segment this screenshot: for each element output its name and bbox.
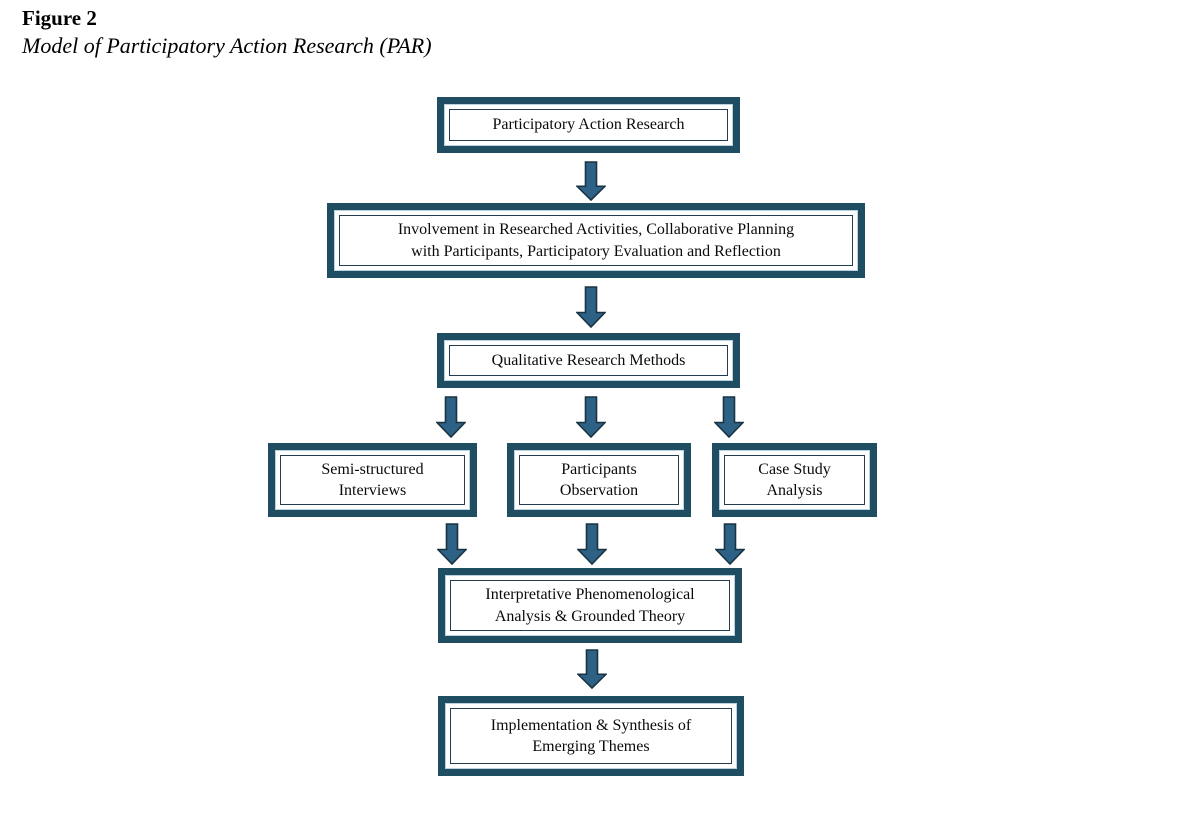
node-label: Participatory Action Research (449, 109, 728, 141)
node-participants-observation: Participants Observation (507, 443, 691, 517)
node-participatory-action-research: Participatory Action Research (437, 97, 740, 153)
node-label: Implementation & Synthesis of Emerging T… (450, 708, 732, 764)
node-label: Case Study Analysis (724, 455, 865, 505)
node-case-study-analysis: Case Study Analysis (712, 443, 877, 517)
down-arrow-icon (576, 396, 606, 438)
down-arrow-icon (577, 523, 607, 565)
down-arrow-icon (576, 286, 606, 328)
down-arrow-icon (577, 649, 607, 689)
node-label: Semi-structured Interviews (280, 455, 465, 505)
figure-title: Model of Participatory Action Research (… (22, 33, 432, 58)
figure-label: Figure 2 (22, 6, 97, 30)
node-ipa-grounded-theory: Interpretative Phenomenological Analysis… (438, 568, 742, 643)
node-label: Involvement in Researched Activities, Co… (339, 215, 853, 266)
node-implementation-synthesis: Implementation & Synthesis of Emerging T… (438, 696, 744, 776)
down-arrow-icon (714, 396, 744, 438)
node-label: Interpretative Phenomenological Analysis… (450, 580, 730, 631)
node-label: Participants Observation (519, 455, 679, 505)
down-arrow-icon (576, 161, 606, 201)
down-arrow-icon (715, 523, 745, 565)
down-arrow-icon (437, 523, 467, 565)
node-label: Qualitative Research Methods (449, 345, 728, 376)
down-arrow-icon (436, 396, 466, 438)
node-involvement-activities: Involvement in Researched Activities, Co… (327, 203, 865, 278)
node-semi-structured-interviews: Semi-structured Interviews (268, 443, 477, 517)
node-qualitative-research-methods: Qualitative Research Methods (437, 333, 740, 388)
